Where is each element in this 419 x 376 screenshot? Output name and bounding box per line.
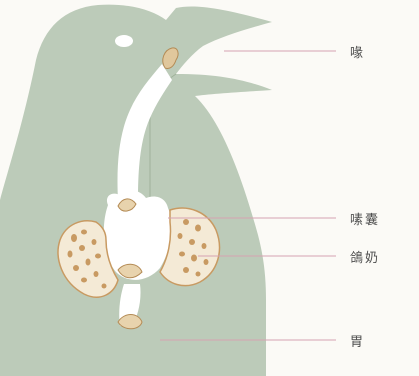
label-pigeon-milk: 鴿奶 — [350, 247, 380, 266]
eye — [115, 35, 133, 47]
label-beak: 喙 — [350, 42, 365, 61]
label-stomach: 胃 — [350, 331, 365, 350]
label-crop: 嗉囊 — [350, 209, 380, 228]
